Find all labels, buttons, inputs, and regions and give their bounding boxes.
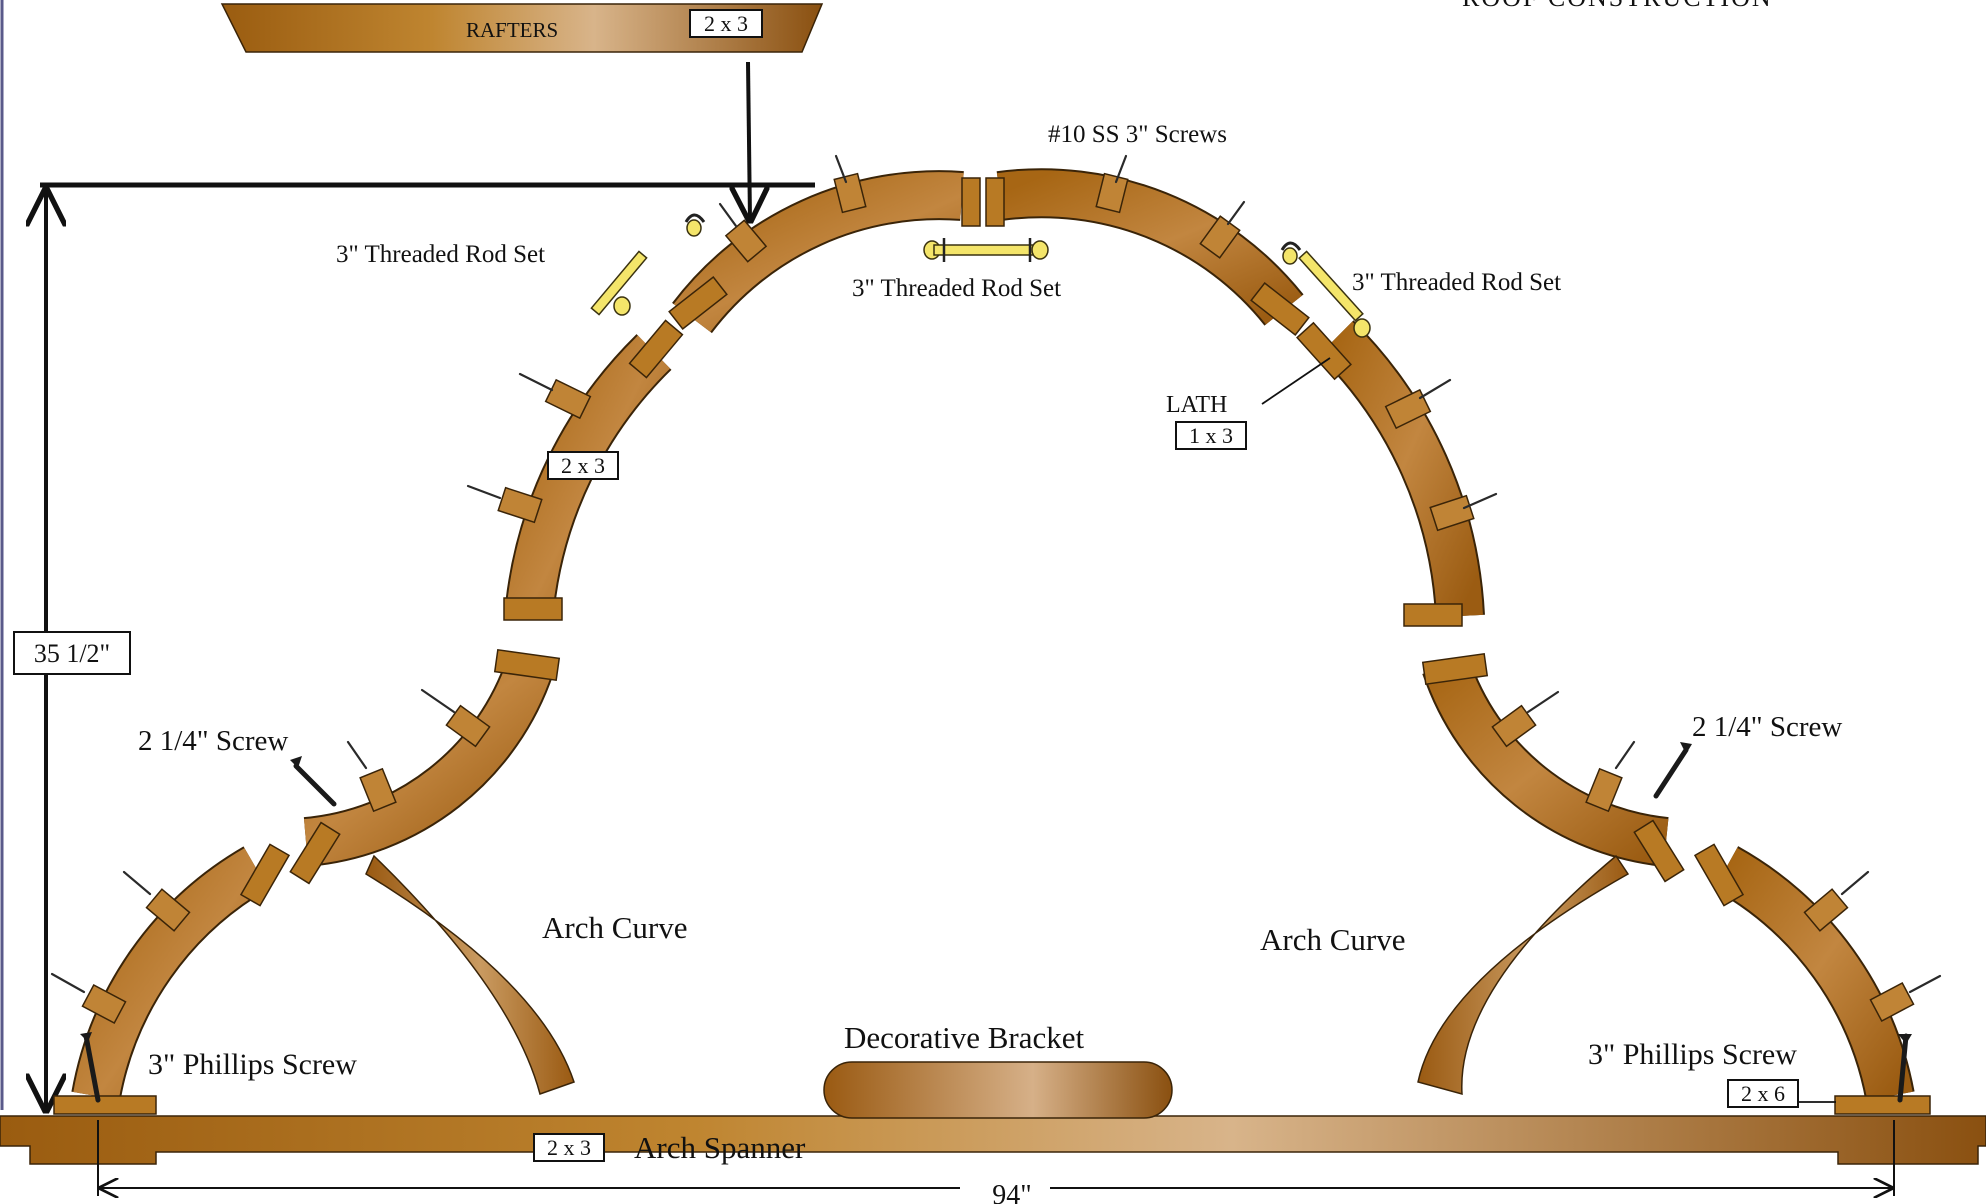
screw-2-1-4-right [1653, 742, 1692, 799]
phillips-right-label: 3" Phillips Screw [1588, 1038, 1797, 1071]
width-dimension: 94" [97, 1120, 1895, 1204]
ss-screws-label: #10 SS 3" Screws [1048, 121, 1227, 148]
main-arch-ribs [71, 168, 1915, 1101]
decorative-bracket [823, 1061, 1173, 1119]
spanner-size-label: 2 x 3 [547, 1135, 591, 1160]
rafters-size-label: 2 x 3 [704, 11, 748, 36]
ss-screw-tabs [81, 172, 1915, 1025]
lath-blocks [53, 177, 1931, 1115]
width-dimension-label: 94" [992, 1180, 1031, 1204]
threaded-rod-left [590, 213, 706, 316]
page-title: ROOF CONSTRUCTION [1462, 0, 1773, 12]
lath-label: LATH [1166, 392, 1227, 418]
arch-curve-right [1417, 854, 1630, 1095]
phillips-screw-right [1897, 1033, 1912, 1103]
ss-screws [50, 154, 1942, 994]
rafters-board: RAFTERS 2 x 3 [220, 3, 824, 53]
arch-spanner [0, 1115, 1986, 1165]
threaded-rod-center-label: 3" Threaded Rod Set [852, 275, 1061, 302]
threaded-rod-right-label: 3" Threaded Rod Set [1352, 269, 1561, 296]
threaded-rod-center [923, 238, 1049, 262]
screw-right-label: 2 1/4" Screw [1692, 711, 1842, 743]
rafters-label: RAFTERS [466, 18, 558, 42]
threaded-rod-right [1280, 241, 1371, 338]
lath-size-label: 1 x 3 [1189, 423, 1233, 448]
rafters-pointer-arrow [748, 61, 750, 220]
arch-spanner-label: Arch Spanner [634, 1130, 806, 1165]
screw-left-label: 2 1/4" Screw [138, 725, 288, 757]
height-dimension-label: 35 1/2" [34, 639, 110, 668]
phillips-screw-left [80, 1032, 101, 1103]
threaded-rod-left-label: 3" Threaded Rod Set [336, 241, 545, 268]
screw-2-1-4-left [290, 756, 337, 807]
decorative-bracket-label: Decorative Bracket [844, 1020, 1085, 1055]
lath-pointer-line [1261, 357, 1331, 405]
arch-curve-left [365, 854, 575, 1095]
footing-size-label: 2 x 6 [1741, 1081, 1785, 1106]
arch-size-label: 2 x 3 [561, 453, 605, 478]
height-dimension: 35 1/2" [13, 182, 815, 1110]
phillips-left-label: 3" Phillips Screw [148, 1048, 357, 1081]
arch-curve-left-label: Arch Curve [542, 910, 687, 945]
arch-curve-right-label: Arch Curve [1260, 922, 1405, 957]
